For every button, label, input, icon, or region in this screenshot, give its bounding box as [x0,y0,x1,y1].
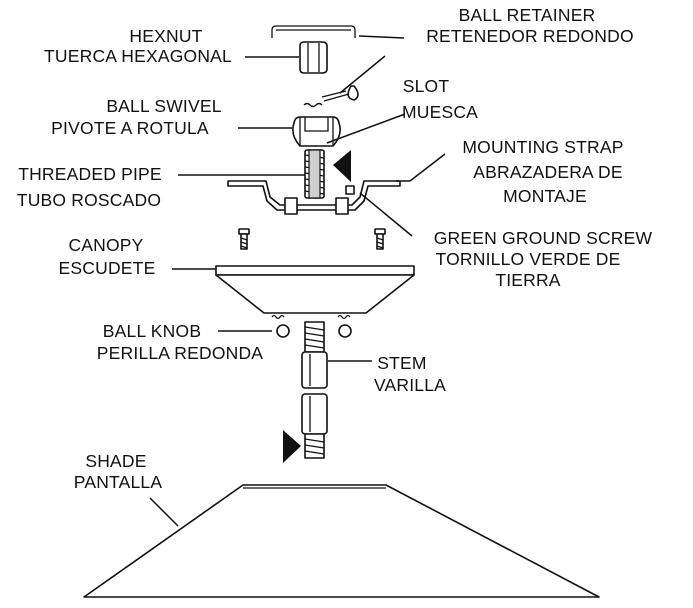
mounting-strap-part [227,180,401,215]
label-mounting-strap-es-1: ABRAZADERA DE [473,162,622,182]
label-ball-swivel: BALL SWIVEL PIVOTE A ROTULA [51,96,221,138]
label-ball-swivel-en: BALL SWIVEL [106,96,221,116]
label-slot: SLOT MUESCA [402,76,478,122]
ball-retainer-part [271,25,359,102]
label-hexnut-en: HEXNUT [129,26,202,46]
label-hexnut-es: TUERCA HEXAGONAL [44,46,232,66]
label-ball-retainer-en: BALL RETAINER [459,5,596,25]
mounting-screw-left [238,228,250,250]
label-green-ground-screw-en: GREEN GROUND SCREW [434,228,653,248]
label-ball-knob-es: PERILLA REDONDA [97,343,264,363]
label-ball-knob: BALL KNOB PERILLA REDONDA [97,321,264,363]
orientation-arrow-upper [333,150,351,182]
label-ball-knob-en: BALL KNOB [103,321,201,341]
label-mounting-strap-en: MOUNTING STRAP [462,137,623,157]
ball-swivel-part [292,102,341,147]
label-hexnut: HEXNUT TUERCA HEXAGONAL [44,26,232,66]
mounting-screw-right [374,228,386,250]
label-mounting-strap-es-2: MONTAJE [503,186,587,206]
label-threaded-pipe-es: TUBO ROSCADO [17,190,161,210]
label-shade-es: PANTALLA [74,472,163,492]
label-ball-retainer-es: RETENEDOR REDONDO [426,26,634,46]
label-green-ground-screw-es-1: TORNILLO VERDE DE [436,249,621,269]
label-stem-es: VARILLA [374,375,446,395]
orientation-arrow-lower [283,430,301,463]
threaded-pipe-part [304,149,325,199]
label-slot-en: SLOT [403,76,450,96]
label-canopy-es: ESCUDETE [59,258,156,278]
hexnut-part [299,41,328,74]
label-canopy-en: CANOPY [68,235,143,255]
canopy-part [215,265,415,314]
label-canopy: CANOPY ESCUDETE [59,235,156,278]
stem-part [301,321,328,459]
shade-part [83,484,600,598]
label-mounting-strap: MOUNTING STRAP ABRAZADERA DE MONTAJE [462,137,623,206]
label-stem: STEM VARILLA [374,353,446,395]
label-shade-en: SHADE [85,451,146,471]
label-ball-swivel-es: PIVOTE A ROTULA [51,118,209,138]
label-green-ground-screw-es-2: TIERRA [495,270,561,290]
label-green-ground-screw: GREEN GROUND SCREW TORNILLO VERDE DE TIE… [434,228,653,290]
label-threaded-pipe-en: THREADED PIPE [18,164,162,184]
label-slot-es: MUESCA [402,102,478,122]
leader-lines [149,35,446,527]
ball-knob-part [271,314,352,338]
label-stem-en: STEM [377,353,426,373]
label-shade: SHADE PANTALLA [74,451,163,492]
label-ball-retainer: BALL RETAINER RETENEDOR REDONDO [426,5,634,46]
label-threaded-pipe: THREADED PIPE TUBO ROSCADO [17,164,162,210]
